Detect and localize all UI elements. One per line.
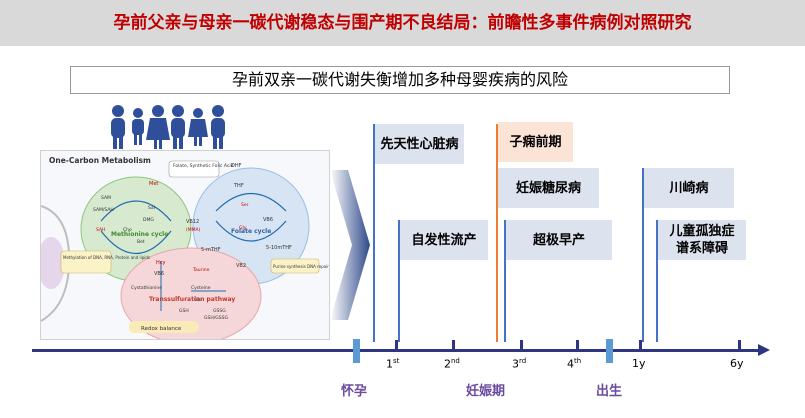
timeline-arrow-icon: [758, 344, 770, 356]
label-4th: 4th: [567, 357, 581, 371]
dmg-label: DMG: [143, 217, 154, 223]
label-2nd: 2nd: [444, 357, 460, 371]
mthf-label: 5-mTHF: [201, 247, 221, 253]
label-4th-sup: th: [574, 357, 582, 365]
samsah-label: SAM/SAH: [93, 207, 114, 213]
sah-label: SAH: [96, 227, 105, 233]
chevron-arrow-icon: [330, 170, 370, 324]
gsh-label: GSH: [179, 308, 189, 314]
condition-asd-line2: 谱系障碍: [675, 241, 728, 256]
sar-label: Sar: [148, 205, 156, 211]
tick-1st: [395, 340, 398, 351]
condition-preeclampsia: 子痫前期: [498, 122, 573, 162]
diagram-heading: One-Carbon Metabolism: [49, 156, 151, 165]
gssg-label: GSSG: [213, 308, 226, 314]
label-3rd-num: 3: [512, 357, 519, 371]
label-1st-num: 1: [386, 357, 393, 371]
transsulfuration-label: Transsulfuration pathway: [149, 296, 235, 303]
label-1y: 1y: [632, 357, 646, 370]
methionine-cycle-label: Methionine cycle: [111, 231, 168, 238]
condition-extreme-preterm: 超极早产: [506, 220, 612, 260]
m10thf-label: 5-10mTHF: [266, 245, 292, 251]
one-carbon-diagram: One-Carbon Metabolism Folate, Synthetic …: [40, 150, 330, 340]
condition-kawasaki: 川崎病: [644, 168, 734, 208]
label-1st: 1st: [386, 357, 399, 371]
mma-label: (MMA): [186, 227, 201, 233]
label-2nd-sup: nd: [451, 357, 460, 365]
birth-line: [642, 168, 644, 342]
pregnancy-line-blue: [504, 220, 506, 342]
tick-1y: [639, 340, 642, 351]
condition-asd-line1: 儿童孤独症: [669, 224, 735, 239]
purine-note: Purine synthesis DNA repair: [273, 264, 329, 269]
pregnancy-line-orange: [496, 124, 498, 342]
tick-6y: [738, 340, 741, 351]
folate-note: Folate, Synthetic Folic Acid: [173, 163, 234, 169]
vb6-label-trans: VB6: [154, 271, 164, 277]
methylation-note: Methylation of DNA, RNA, Protein and lip…: [63, 255, 150, 260]
label-3rd-sup: rd: [519, 357, 527, 365]
ser-label: Ser: [241, 202, 249, 208]
gshgssg-label: GSH/GSSG: [204, 315, 228, 321]
vb6-label-folate: VB6: [263, 217, 273, 223]
title-bar: [0, 0, 805, 46]
bet-label: Bet: [137, 239, 145, 245]
condition-spontaneous-abortion: 自发性流产: [400, 220, 488, 260]
cystathionine-label: Cystathionine: [131, 285, 162, 291]
phase-pregnancy: 妊娠期: [466, 384, 506, 399]
label-2nd-num: 2: [444, 357, 451, 371]
tick-3rd: [520, 340, 523, 351]
condition-gdm: 妊娠糖尿病: [498, 168, 599, 208]
conception-marker: [353, 339, 360, 363]
redox-label: Redox balance: [141, 326, 182, 332]
tick-4th: [576, 340, 579, 351]
folate-cycle-label: Folate cycle: [231, 228, 271, 235]
phase-birth: 出生: [596, 384, 623, 399]
dhf-label: DHF: [231, 163, 242, 169]
taurine-label: Taurine: [192, 267, 210, 273]
label-4th-num: 4: [567, 357, 574, 371]
tick-2nd: [452, 340, 455, 351]
gly-label: Gly: [239, 225, 247, 231]
child-line: [656, 220, 658, 342]
subtitle-box: 孕前双亲一碳代谢失衡增加多种母婴疾病的风险: [70, 66, 730, 94]
chd-line: [398, 220, 400, 342]
subtitle: 孕前双亲一碳代谢失衡增加多种母婴疾病的风险: [231, 70, 568, 89]
label-1st-sup: st: [393, 357, 400, 365]
cho-label: Cho: [123, 227, 132, 233]
phase-conception: 怀孕: [341, 384, 368, 399]
label-3rd: 3rd: [512, 357, 526, 371]
thf-label: THF: [233, 183, 244, 189]
page-title: 孕前父亲与母亲一碳代谢稳态与围产期不良结局：前瞻性多事件病例对照研究: [113, 13, 692, 33]
vb12-label: VB12: [186, 219, 199, 225]
label-6y: 6y: [730, 357, 744, 370]
cysteine-label: Cysteine: [191, 285, 211, 291]
condition-asd: 儿童孤独症 谱系障碍: [658, 220, 746, 260]
sam-label: SAM: [101, 195, 111, 201]
met-label: Met: [149, 181, 158, 187]
family-icon: [108, 103, 238, 155]
glu-label: Glu: [194, 297, 202, 303]
condition-chd: 先天性心脏病: [375, 124, 464, 164]
conception-line: [373, 124, 375, 342]
birth-marker: [606, 339, 613, 363]
vb2-label: VB2: [236, 263, 246, 269]
hcy-label: Hcy: [156, 260, 166, 266]
